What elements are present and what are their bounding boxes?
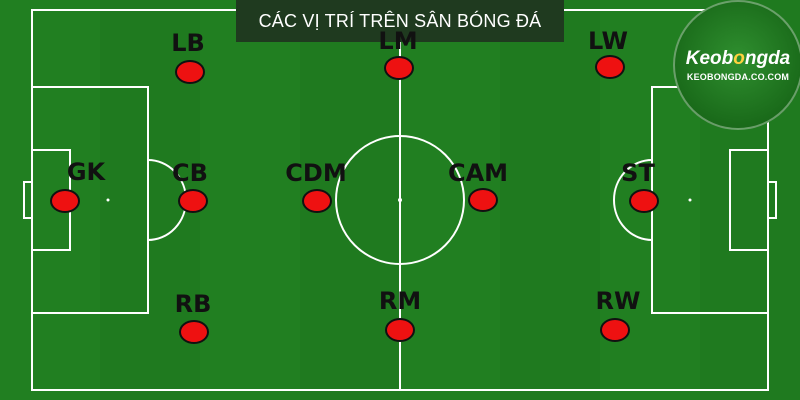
center-spot <box>398 198 402 202</box>
logo-word-start: Keob <box>685 48 734 69</box>
right-goal <box>767 181 777 219</box>
player-dot-rw <box>600 318 630 342</box>
logo-ball-icon: o <box>733 48 745 69</box>
label-cdm: CDM <box>285 159 347 187</box>
player-dot-rb <box>179 320 209 344</box>
label-rw: RW <box>595 287 641 315</box>
label-rb: RB <box>174 290 212 318</box>
player-dot-cam <box>468 188 498 212</box>
label-lb: LB <box>171 29 205 57</box>
label-rm: RM <box>378 287 422 315</box>
player-dot-lw <box>595 55 625 79</box>
banner-title: CÁC VỊ TRÍ TRÊN SÂN BÓNG ĐÁ <box>258 10 542 31</box>
label-cam: CAM <box>447 159 509 187</box>
player-dot-rm <box>385 318 415 342</box>
logo-word-end: ngda <box>744 48 791 69</box>
right-penalty-spot <box>688 198 692 202</box>
label-st: ST <box>621 159 655 187</box>
logo-wordmark: Keobongda <box>686 48 791 70</box>
player-dot-cdm <box>302 189 332 213</box>
logo-url: KEOBONGDA.CO.COM <box>686 72 790 82</box>
pitch-spots <box>106 198 692 202</box>
player-dot-st <box>629 189 659 213</box>
brand-logo: Keobongda KEOBONGDA.CO.COM <box>673 0 800 130</box>
label-gk: GK <box>66 158 106 186</box>
title-banner: CÁC VỊ TRÍ TRÊN SÂN BÓNG ĐÁ <box>236 0 564 42</box>
left-goal <box>23 181 33 219</box>
player-dot-gk <box>50 189 80 213</box>
label-cb: CB <box>172 159 208 187</box>
label-lm: LM <box>378 27 418 55</box>
center-circle <box>335 135 465 265</box>
player-dot-cb <box>178 189 208 213</box>
left-penalty-spot <box>106 198 110 202</box>
player-dot-lb <box>175 60 205 84</box>
label-lw: LW <box>588 27 628 55</box>
player-dot-lm <box>384 56 414 80</box>
right-penalty-arc <box>613 159 653 241</box>
